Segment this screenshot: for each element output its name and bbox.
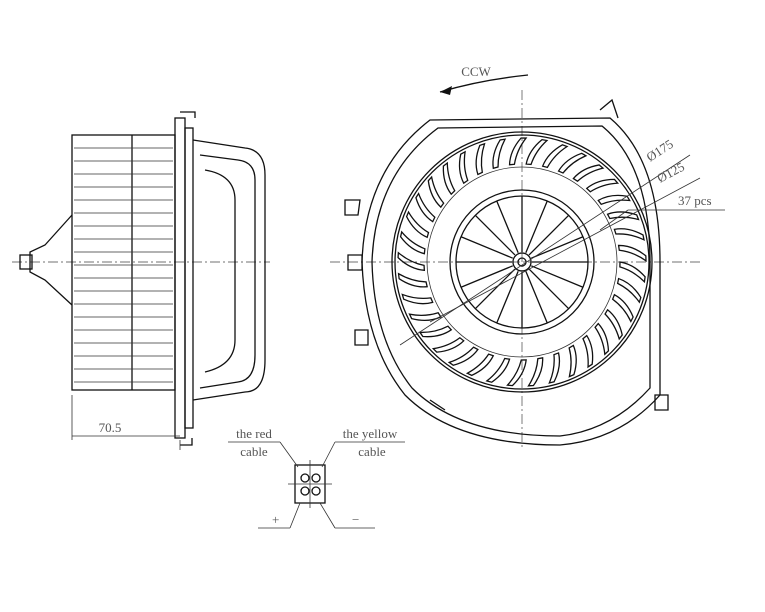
hub-spoke	[460, 236, 514, 259]
rotation-label: CCW	[461, 64, 491, 79]
impeller-blade	[418, 325, 453, 338]
impeller-blade	[427, 175, 445, 209]
impeller-blade	[475, 142, 486, 176]
impeller-blade	[619, 261, 646, 284]
red-cable-label-line1: the red	[236, 426, 272, 441]
impeller-blade	[568, 344, 577, 378]
impeller-blade	[611, 293, 634, 323]
red-cable-label-line2: cable	[240, 444, 268, 459]
impeller-blade	[617, 244, 647, 263]
impeller-blade	[597, 194, 631, 206]
impeller-blade	[465, 353, 495, 377]
hub-spoke	[525, 270, 548, 324]
hub-spoke	[496, 200, 519, 254]
hub-spoke	[460, 265, 514, 288]
impeller-blade	[527, 357, 544, 387]
impeller-blade	[405, 210, 430, 239]
impeller-blade	[508, 137, 528, 166]
impeller-blade	[447, 346, 479, 366]
impeller-blade	[594, 322, 610, 356]
connector-detail: the red cable the yellow cable + −	[228, 426, 405, 529]
impeller-blade	[541, 144, 569, 169]
hub-spoke	[525, 200, 548, 254]
impeller-blade	[408, 311, 442, 322]
impeller-blade	[458, 150, 469, 185]
front-view: CCW Ø175 Ø125 37 pcs	[330, 64, 725, 450]
impeller-blade	[604, 308, 623, 341]
yellow-cable-label-line1: the yellow	[343, 426, 398, 441]
side-view: 70.5	[12, 111, 270, 450]
impeller-blade	[397, 251, 426, 272]
impeller-blade	[485, 357, 511, 383]
hub-spoke	[474, 268, 516, 310]
impeller-blade	[525, 138, 549, 166]
hub-spoke	[530, 265, 584, 288]
impeller-blade	[442, 161, 456, 196]
impeller-blade	[572, 164, 605, 183]
outer-diameter-label: Ø175	[643, 136, 675, 164]
yellow-cable-label-line2: cable	[358, 444, 386, 459]
impeller-blade	[397, 272, 428, 288]
impeller-blade	[492, 138, 507, 170]
hub-spoke	[530, 236, 584, 259]
impeller-blade	[399, 230, 426, 255]
impeller-blade	[585, 178, 620, 193]
impeller-blade	[401, 293, 434, 305]
minus-terminal-label: −	[352, 512, 359, 527]
hub-spoke	[496, 270, 519, 324]
impeller-blade	[606, 211, 640, 221]
plus-terminal-label: +	[272, 512, 279, 527]
impeller-blade	[557, 152, 588, 174]
impeller-blade	[415, 192, 436, 223]
hub-spoke	[528, 214, 570, 256]
impeller-blade	[613, 228, 645, 241]
impeller-blade	[431, 336, 465, 353]
hub-spoke	[528, 268, 570, 310]
impeller-blade	[548, 352, 561, 384]
impeller-blade	[506, 359, 527, 387]
blade-count-label: 37 pcs	[678, 193, 712, 208]
impeller-blade	[582, 334, 594, 369]
hub-spoke	[474, 214, 516, 256]
inner-diameter-label: Ø125	[654, 159, 687, 186]
impeller-blade	[616, 277, 642, 304]
depth-dimension: 70.5	[99, 420, 122, 435]
